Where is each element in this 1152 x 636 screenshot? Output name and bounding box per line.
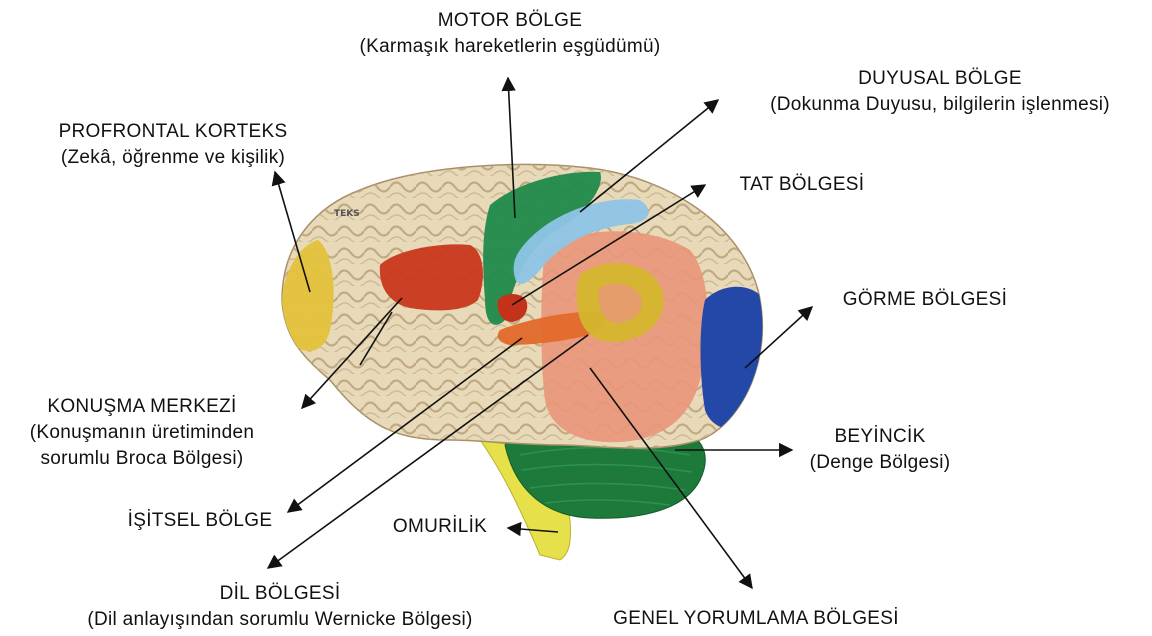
label-tat-title: TAT BÖLGESİ bbox=[722, 172, 882, 198]
label-isitsel-title: İŞİTSEL BÖLGE bbox=[110, 508, 290, 534]
label-beyincik-title: BEYİNCİK bbox=[795, 424, 965, 450]
label-gorme: GÖRME BÖLGESİ bbox=[825, 287, 1025, 313]
label-duyusal-title: DUYUSAL BÖLGE bbox=[740, 66, 1140, 92]
label-prefrontal-sub: (Zekâ, öğrenme ve kişilik) bbox=[28, 145, 318, 171]
label-motor: MOTOR BÖLGE (Karmaşık hareketlerin eşgüd… bbox=[330, 8, 690, 60]
label-tat: TAT BÖLGESİ bbox=[722, 172, 882, 198]
label-dil-title: DİL BÖLGESİ bbox=[45, 581, 515, 607]
label-isitsel: İŞİTSEL BÖLGE bbox=[110, 508, 290, 534]
label-motor-sub: (Karmaşık hareketlerin eşgüdümü) bbox=[330, 34, 690, 60]
label-konusma-sub1: (Konuşmanın üretiminden bbox=[2, 420, 282, 446]
label-konusma: KONUŞMA MERKEZİ (Konuşmanın üretiminden … bbox=[2, 394, 282, 472]
label-omurilik: OMURİLİK bbox=[380, 514, 500, 540]
label-genel-title: GENEL YORUMLAMA BÖLGESİ bbox=[596, 606, 916, 632]
label-gorme-title: GÖRME BÖLGESİ bbox=[825, 287, 1025, 313]
brain-text: TEKS bbox=[334, 209, 360, 219]
label-duyusal-sub: (Dokunma Duyusu, bilgilerin işlenmesi) bbox=[740, 92, 1140, 118]
label-motor-title: MOTOR BÖLGE bbox=[330, 8, 690, 34]
label-beyincik-sub: (Denge Bölgesi) bbox=[795, 450, 965, 476]
label-prefrontal-title: PROFRONTAL KORTEKS bbox=[28, 119, 318, 145]
label-konusma-sub2: sorumlu Broca Bölgesi) bbox=[2, 446, 282, 472]
label-konusma-title: KONUŞMA MERKEZİ bbox=[2, 394, 282, 420]
label-beyincik: BEYİNCİK (Denge Bölgesi) bbox=[795, 424, 965, 476]
visual-area bbox=[700, 287, 768, 429]
label-duyusal: DUYUSAL BÖLGE (Dokunma Duyusu, bilgileri… bbox=[740, 66, 1140, 118]
label-prefrontal: PROFRONTAL KORTEKS (Zekâ, öğrenme ve kiş… bbox=[28, 119, 318, 171]
label-dil-sub: (Dil anlayışından sorumlu Wernicke Bölge… bbox=[45, 607, 515, 633]
label-genel: GENEL YORUMLAMA BÖLGESİ bbox=[596, 606, 916, 632]
label-omurilik-title: OMURİLİK bbox=[380, 514, 500, 540]
label-dil: DİL BÖLGESİ (Dil anlayışından sorumlu We… bbox=[45, 581, 515, 633]
